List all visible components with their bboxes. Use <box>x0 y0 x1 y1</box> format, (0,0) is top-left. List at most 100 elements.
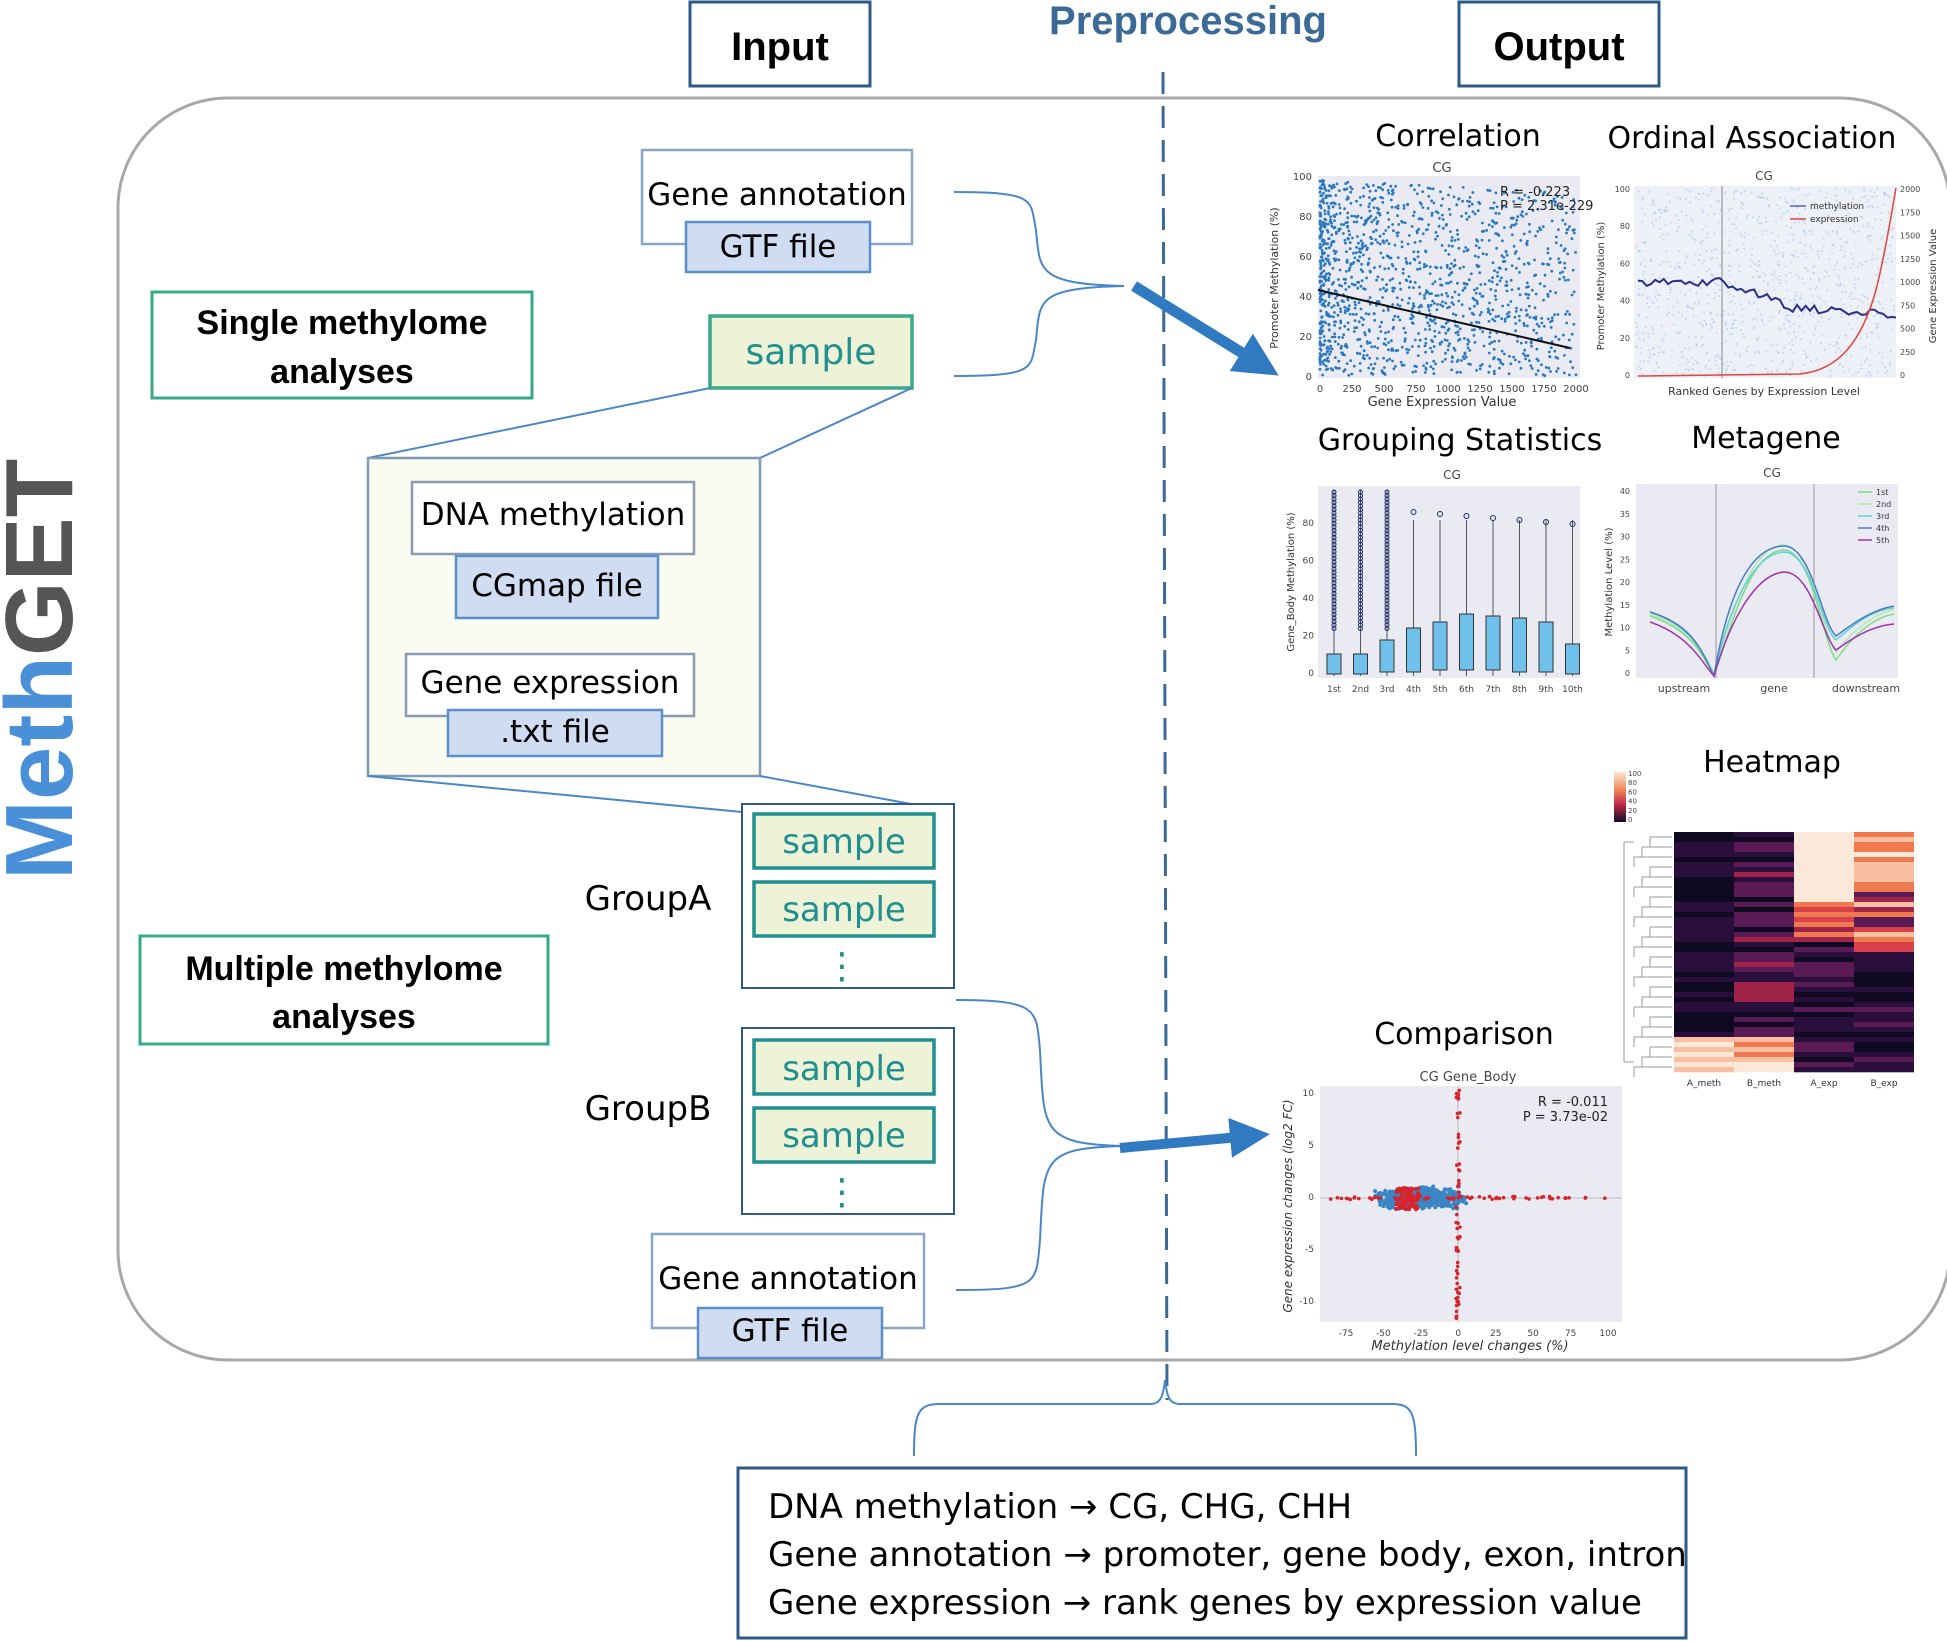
heatmap-cell <box>1734 937 1794 943</box>
logo-meth: Meth <box>0 656 93 880</box>
correlation-stat-p: P = 2.31e-229 <box>1500 199 1593 214</box>
correlation-point <box>1402 326 1406 330</box>
ordinal-point <box>1827 275 1830 278</box>
correlation-point <box>1448 185 1452 189</box>
comparison-point-red <box>1456 1249 1460 1253</box>
ordinal-point <box>1803 330 1806 333</box>
ordinal-point <box>1869 363 1872 366</box>
correlation-point <box>1564 278 1567 282</box>
correlation-point <box>1524 308 1528 312</box>
correlation-point <box>1550 340 1554 344</box>
ordinal-point <box>1730 207 1733 210</box>
correlation-point <box>1433 280 1437 283</box>
correlation-point <box>1508 354 1511 358</box>
comparison-point-red <box>1458 1225 1462 1229</box>
correlation-point <box>1323 209 1327 213</box>
grouping-box-5th <box>1432 621 1448 671</box>
correlation-point <box>1453 290 1457 294</box>
ordinal-point <box>1644 278 1647 281</box>
heatmap-cell <box>1674 1017 1734 1023</box>
ordinal-point <box>1643 259 1646 262</box>
correlation-point <box>1437 224 1441 228</box>
correlation-point <box>1466 199 1469 203</box>
correlation-point <box>1349 359 1353 362</box>
heatmap-cell <box>1674 1067 1734 1073</box>
ordinal-point <box>1779 196 1782 199</box>
ordinal-point <box>1820 316 1823 319</box>
ordinal-point <box>1703 319 1706 322</box>
ordinal-point <box>1812 271 1815 274</box>
correlation-point <box>1521 215 1525 218</box>
heatmap-cell <box>1734 967 1794 973</box>
correlation-point <box>1532 328 1536 332</box>
heatmap-cell <box>1854 937 1914 943</box>
ordinal-point <box>1657 293 1659 296</box>
correlation-point <box>1395 296 1399 300</box>
correlation-point <box>1367 328 1371 332</box>
comparison-point-red <box>1394 1207 1398 1211</box>
ordinal-point <box>1791 339 1794 342</box>
ordinal-point <box>1643 213 1646 216</box>
ordinal-point <box>1804 233 1807 236</box>
correlation-point <box>1353 256 1357 260</box>
group-b-sample-2 <box>752 1106 936 1164</box>
correlation-point <box>1450 296 1454 299</box>
correlation-point <box>1413 188 1416 192</box>
ordinal-point <box>1805 256 1808 259</box>
ordinal-point <box>1705 351 1708 354</box>
correlation-point <box>1456 281 1459 285</box>
ordinal-point <box>1806 270 1809 273</box>
ordinal-point <box>1749 265 1752 267</box>
ordinal-point <box>1670 221 1673 224</box>
correlation-point <box>1327 189 1331 193</box>
correlation-point <box>1498 266 1502 270</box>
comparison-point-red <box>1400 1191 1405 1196</box>
correlation-point <box>1528 222 1531 226</box>
ordinal-point <box>1779 207 1782 210</box>
correlation-point <box>1533 306 1537 310</box>
heatmap-cell <box>1674 927 1734 933</box>
ordinal-point <box>1717 284 1720 287</box>
correlation-point <box>1572 290 1576 294</box>
correlation-point <box>1418 261 1421 265</box>
correlation-point <box>1344 221 1348 225</box>
correlation-point <box>1332 226 1336 230</box>
ordinal-point <box>1877 267 1880 270</box>
correlation-point <box>1421 232 1425 236</box>
ordinal-point <box>1700 243 1703 246</box>
correlation-point <box>1331 201 1335 205</box>
correlation-point <box>1466 346 1470 350</box>
grouping-xtick-9: 10th <box>1562 685 1583 695</box>
correlation-point <box>1492 357 1495 361</box>
correlation-point <box>1332 257 1336 261</box>
correlation-point <box>1384 331 1387 335</box>
correlation-point <box>1572 231 1576 235</box>
ordinal-point <box>1701 239 1704 242</box>
correlation-point <box>1543 284 1546 288</box>
correlation-point <box>1319 267 1322 271</box>
ordinal-point <box>1773 270 1775 273</box>
ordinal-point <box>1861 196 1864 199</box>
correlation-point <box>1464 211 1468 215</box>
ordinal-point <box>1639 249 1642 252</box>
heatmap-cell <box>1674 957 1734 963</box>
correlation-point <box>1568 225 1571 229</box>
correlation-point <box>1549 370 1552 373</box>
correlation-point <box>1333 219 1336 223</box>
ordinal-point <box>1867 198 1870 201</box>
comparison-point-red <box>1413 1198 1418 1203</box>
heatmap-cell <box>1734 927 1794 933</box>
grouping-ylabel: Gene_Body Methylation (%) <box>1286 512 1297 651</box>
correlation-point <box>1525 243 1529 247</box>
ordinal-point <box>1637 330 1640 332</box>
ordinal-point <box>1848 212 1851 215</box>
ordinal-point <box>1726 367 1729 370</box>
ordinal-point <box>1715 332 1718 334</box>
dendrogram-branch <box>1641 876 1672 887</box>
ordinal-point <box>1862 224 1865 227</box>
correlation-point <box>1403 339 1407 343</box>
correlation-point <box>1519 341 1523 345</box>
